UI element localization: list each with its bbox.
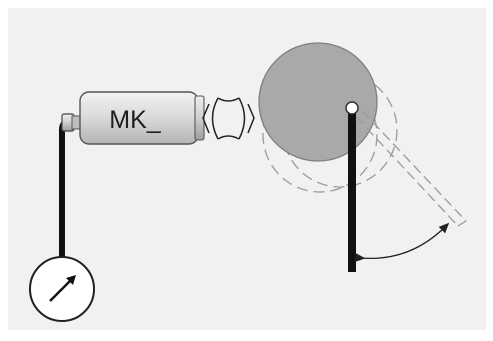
sensor-body: MK_ [79, 91, 205, 145]
sensor-label: MK_ [109, 106, 162, 134]
dial-gauge-icon [29, 256, 95, 322]
signal-waves-icon [202, 97, 255, 140]
rod-swing-outline [345, 99, 467, 227]
swing-angle-arc-icon [354, 222, 450, 263]
pendulum-disc [258, 42, 378, 162]
cable-connector [61, 113, 82, 132]
pendulum-rod [348, 110, 356, 272]
pivot-point [345, 101, 359, 115]
